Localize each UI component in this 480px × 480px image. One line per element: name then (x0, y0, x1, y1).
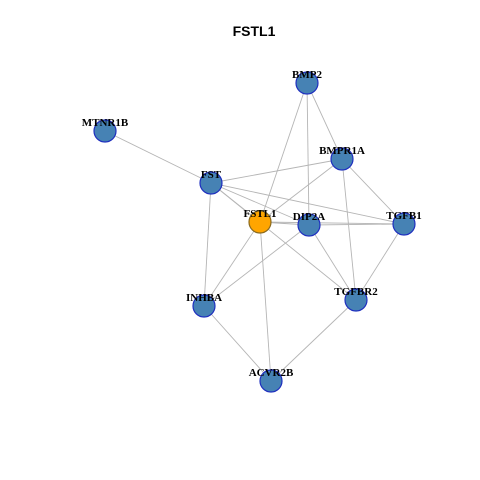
node-fst: FST (199, 169, 223, 195)
node-inhba: INHBA (186, 292, 222, 318)
edge-dip2a-tgfb1 (308, 223, 405, 226)
edge-dip2a-inhba (203, 224, 310, 307)
node-bmpr1a: BMPR1A (319, 145, 365, 171)
node-label-mtnr1b: MTNR1B (82, 117, 129, 129)
edge-fstl1-inhba (203, 221, 261, 307)
node-acvr2b: ACVR2B (249, 367, 294, 393)
edge-bmpr1a-tgfb1 (341, 158, 405, 225)
edge-fst-dip2a (210, 182, 310, 226)
edge-bmpr1a-fstl1 (259, 158, 343, 223)
edge-tgfb1-tgfbr2 (355, 223, 405, 301)
edge-fstl1-tgfb1 (259, 221, 405, 225)
edge-fst-tgfbr2 (210, 182, 357, 301)
node-circle-bmp2 (295, 71, 319, 95)
node-label-bmp2: BMP2 (292, 69, 322, 81)
node-mtnr1b: MTNR1B (82, 117, 129, 143)
node-circle-bmpr1a (330, 147, 354, 171)
node-circle-fst (199, 171, 223, 195)
node-circle-tgfbr2 (344, 288, 368, 312)
edge-fst-inhba (203, 182, 212, 307)
node-tgfbr2: TGFBR2 (334, 286, 378, 312)
node-bmp2: BMP2 (292, 69, 322, 95)
node-label-tgfbr2: TGFBR2 (334, 286, 378, 298)
edge-dip2a-tgfbr2 (308, 224, 357, 301)
edge-bmpr1a-fst (210, 158, 343, 184)
edge-bmp2-bmpr1a (306, 82, 343, 160)
edge-fst-tgfb1 (210, 182, 405, 225)
edge-mtnr1b-fst (104, 130, 212, 184)
node-dip2a: DIP2A (293, 211, 325, 237)
node-tgfb1: TGFB1 (386, 210, 422, 236)
node-fstl1: FSTL1 (243, 208, 277, 234)
edge-fstl1-acvr2b (259, 221, 272, 382)
node-circle-fstl1 (248, 210, 272, 234)
node-label-bmpr1a: BMPR1A (319, 145, 365, 157)
node-circle-acvr2b (259, 369, 283, 393)
edge-bmp2-fstl1 (259, 82, 308, 223)
node-circle-tgfb1 (392, 212, 416, 236)
node-label-fstl1: FSTL1 (243, 208, 276, 220)
node-circle-dip2a (297, 213, 321, 237)
node-label-tgfb1: TGFB1 (386, 210, 421, 222)
graph-title: FSTL1 (233, 23, 276, 39)
node-circle-inhba (192, 294, 216, 318)
node-label-acvr2b: ACVR2B (249, 367, 294, 379)
node-label-dip2a: DIP2A (293, 211, 325, 223)
edge-bmpr1a-tgfbr2 (341, 158, 357, 301)
edge-tgfbr2-acvr2b (270, 299, 357, 382)
edge-bmp2-dip2a (306, 82, 310, 226)
node-circle-mtnr1b (93, 119, 117, 143)
node-label-inhba: INHBA (186, 292, 222, 304)
edge-inhba-acvr2b (203, 305, 272, 382)
node-label-fst: FST (201, 169, 222, 181)
